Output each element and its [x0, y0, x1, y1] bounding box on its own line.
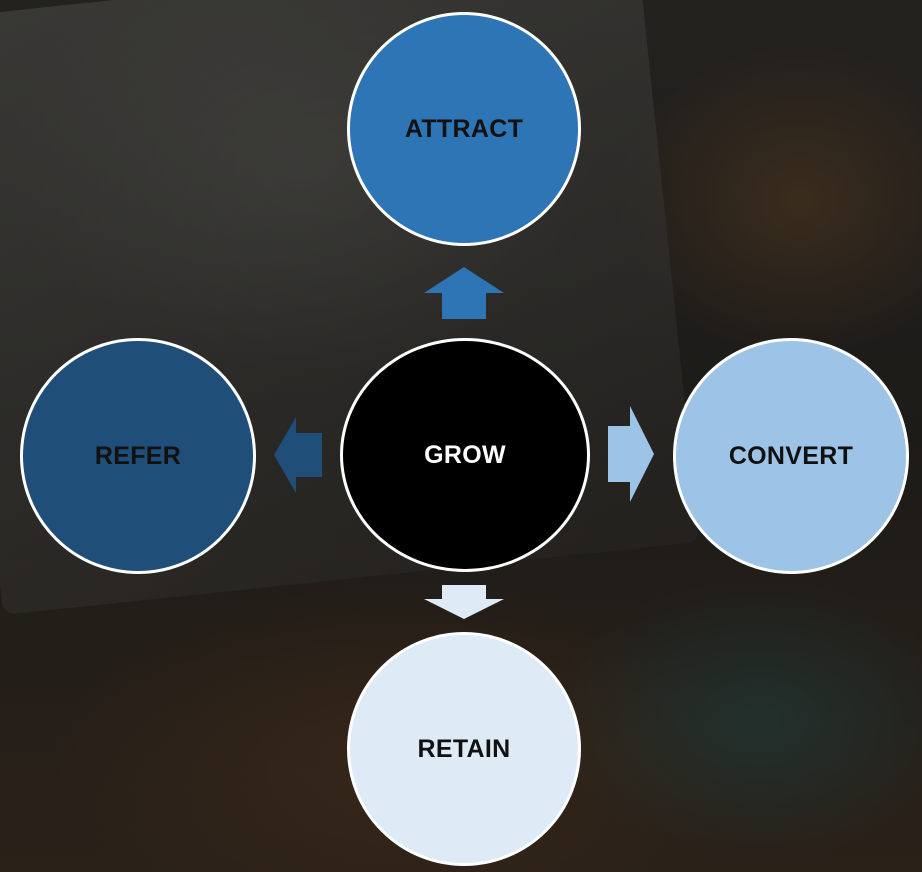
retain-label: RETAIN — [417, 734, 511, 763]
grow-node: GROW — [340, 338, 590, 572]
arrow-up-icon — [424, 267, 504, 319]
retain-node: RETAIN — [347, 632, 581, 866]
attract-node: ATTRACT — [347, 12, 581, 246]
refer-node: REFER — [20, 338, 256, 574]
convert-label: CONVERT — [728, 441, 854, 470]
arrow-left-icon — [274, 417, 322, 493]
arrow-right-icon — [608, 406, 654, 502]
refer-label: REFER — [94, 441, 182, 470]
attract-label: ATTRACT — [404, 114, 524, 143]
arrow-down-icon — [424, 585, 504, 619]
convert-node: CONVERT — [673, 338, 909, 574]
grow-label: GROW — [424, 440, 506, 469]
